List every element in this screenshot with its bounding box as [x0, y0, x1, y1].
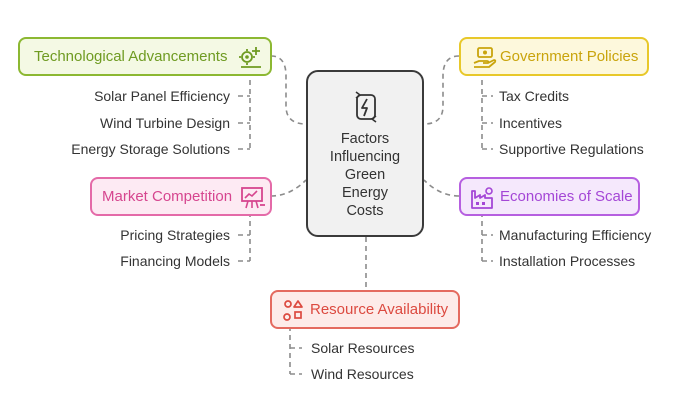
factor-title: Resource Availability [310, 301, 449, 318]
factor-economies-of-scale: Economies of Scale [459, 177, 640, 216]
center-line: Factors [340, 131, 390, 147]
factor-market-competition: Market Competition [90, 177, 272, 216]
factor-resource-availability: Resource Availability [270, 290, 460, 329]
factory-icon [471, 187, 493, 209]
factor-title: Economies of Scale [500, 188, 633, 205]
center-line: Green [344, 167, 386, 183]
connector-gov [423, 55, 460, 125]
factor-government-policies: Government Policies [459, 37, 649, 76]
connector-economies [423, 179, 460, 197]
sub-item: Financing Models [120, 253, 230, 269]
shapes-icon [283, 300, 303, 321]
sub-item: Supportive Regulations [499, 141, 644, 157]
factor-title: Technological Advancements [34, 48, 228, 65]
factor-technological-advancements: Technological Advancements [18, 37, 272, 76]
sub-item: Tax Credits [499, 88, 570, 104]
connector-market [270, 179, 307, 197]
sub-item: Wind Turbine Design [100, 115, 230, 131]
sub-item: Solar Resources [311, 340, 415, 356]
sub-item: Installation Processes [499, 253, 636, 269]
sub-item: Energy Storage Solutions [71, 141, 230, 157]
sub-item: Solar Panel Efficiency [94, 88, 230, 104]
money-hand-icon [473, 47, 497, 68]
presentation-chart-icon [241, 187, 265, 209]
center-node: Factors Influencing Green Energy Costs [306, 70, 424, 237]
sub-item: Wind Resources [311, 366, 414, 382]
center-line: Energy [342, 185, 388, 201]
sub-item: Incentives [499, 115, 563, 131]
energy-cycle-icon [355, 91, 377, 123]
sub-item: Manufacturing Efficiency [499, 227, 652, 243]
factor-title: Government Policies [500, 48, 639, 65]
center-title: Factors Influencing Green Energy Costs [308, 130, 422, 220]
connector-tech [270, 55, 307, 125]
center-line: Costs [346, 203, 384, 219]
tech-gear-icon [239, 47, 261, 68]
sub-item: Pricing Strategies [120, 227, 230, 243]
center-line: Influencing [329, 149, 401, 165]
factor-title: Market Competition [102, 188, 233, 205]
